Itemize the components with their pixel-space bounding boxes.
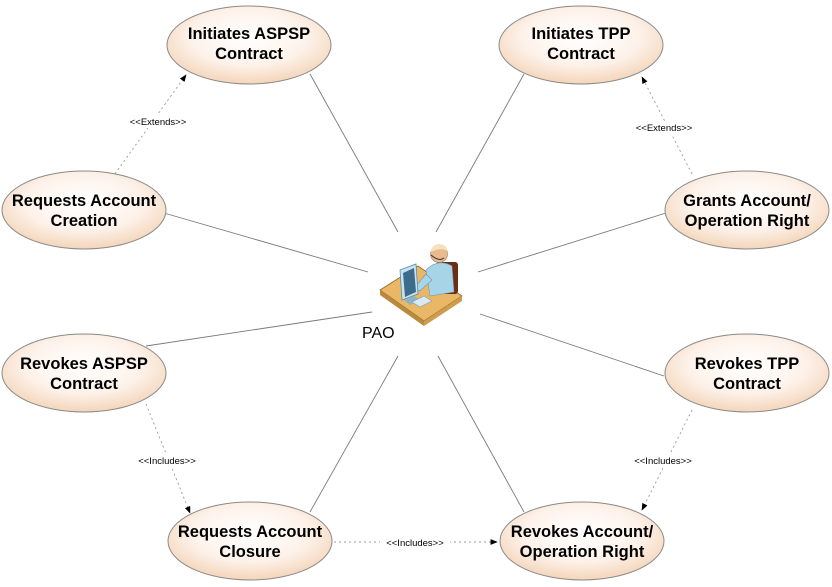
extends-tpp-line	[641, 76, 693, 175]
use-case-revokes-account-operation-right[interactable]: Revokes Account/ Operation Right	[499, 501, 665, 581]
use-case-label-line1: Requests Account	[178, 523, 323, 541]
use-case-label-line1: Grants Account/	[683, 192, 811, 210]
use-case-grants-account-operation-right[interactable]: Grants Account/ Operation Right	[664, 170, 830, 250]
use-case-label-line2: Operation Right	[520, 543, 645, 561]
assoc-requests-closure	[309, 355, 399, 513]
extends-aspsp-label: <<Extends>>	[130, 117, 187, 128]
use-case-label-line1: Requests Account	[12, 192, 157, 210]
associations	[145, 73, 667, 513]
use-case-label-line2: Contract	[50, 375, 118, 393]
actor-pao[interactable]: PAO	[362, 244, 463, 342]
use-case-label-line2: Contract	[547, 45, 615, 63]
assoc-initiates-tpp	[435, 73, 525, 233]
includes-tpp-revoke-label: <<Includes>>	[634, 456, 692, 467]
use-case-requests-account-creation[interactable]: Requests Account Creation	[1, 170, 167, 250]
stereotype-labels: <<Extends>> <<Extends>> <<Includes>> <<I…	[124, 115, 698, 549]
use-case-label-line1: Initiates TPP	[531, 25, 630, 43]
use-case-label-line2: Contract	[215, 45, 283, 63]
assoc-revokes-tpp	[479, 313, 665, 377]
extends-aspsp-line	[111, 74, 187, 179]
use-case-initiates-aspsp-contract[interactable]: Initiates ASPSP Contract	[166, 5, 332, 85]
use-case-revokes-aspsp-contract[interactable]: Revokes ASPSP Contract	[1, 333, 167, 413]
assoc-initiates-aspsp	[309, 73, 399, 233]
use-case-label-line1: Revokes ASPSP	[20, 355, 148, 373]
use-case-label-line2: Operation Right	[685, 212, 810, 230]
includes-closure-label: <<Includes>>	[138, 456, 196, 467]
use-case-label-line2: Contract	[713, 375, 781, 393]
actor-label: PAO	[362, 325, 395, 342]
includes-account-revoke-label: <<Includes>>	[386, 538, 444, 549]
use-case-label-line2: Creation	[51, 212, 118, 230]
use-case-requests-account-closure[interactable]: Requests Account Closure	[167, 501, 333, 581]
use-case-label-line1: Initiates ASPSP	[188, 25, 310, 43]
use-case-label-line1: Revokes Account/	[511, 523, 654, 541]
assoc-revokes-aspsp	[145, 311, 373, 347]
use-case-initiates-tpp-contract[interactable]: Initiates TPP Contract	[498, 5, 664, 85]
use-case-label-line2: Closure	[219, 543, 280, 561]
person-at-computer-icon	[379, 244, 463, 326]
assoc-revokes-right	[437, 355, 525, 513]
extends-tpp-label: <<Extends>>	[636, 123, 693, 134]
assoc-requests-creation	[163, 212, 369, 273]
assoc-grants-right	[477, 212, 667, 273]
use-case-revokes-tpp-contract[interactable]: Revokes TPP Contract	[664, 333, 830, 413]
use-case-label-line1: Revokes TPP	[695, 355, 800, 373]
